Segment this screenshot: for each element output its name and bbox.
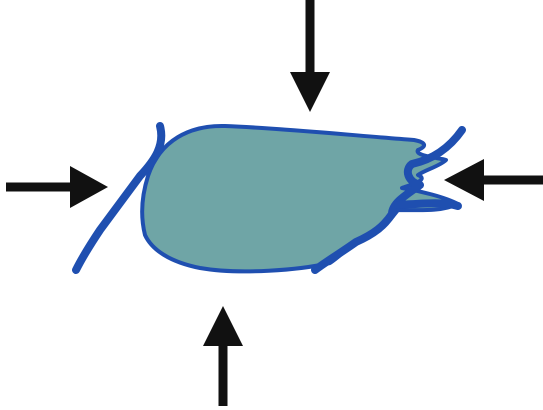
arrow-top — [290, 0, 330, 112]
arrow-right-head — [444, 159, 484, 201]
fracture-right-tongue — [398, 203, 458, 206]
arrow-left-head — [70, 166, 108, 208]
body-shape — [142, 126, 458, 271]
arrow-left — [6, 166, 108, 208]
arrow-right — [444, 159, 543, 201]
arrow-bottom — [203, 306, 243, 406]
arrow-bottom-head — [203, 306, 243, 346]
arrow-top-head — [290, 72, 330, 112]
